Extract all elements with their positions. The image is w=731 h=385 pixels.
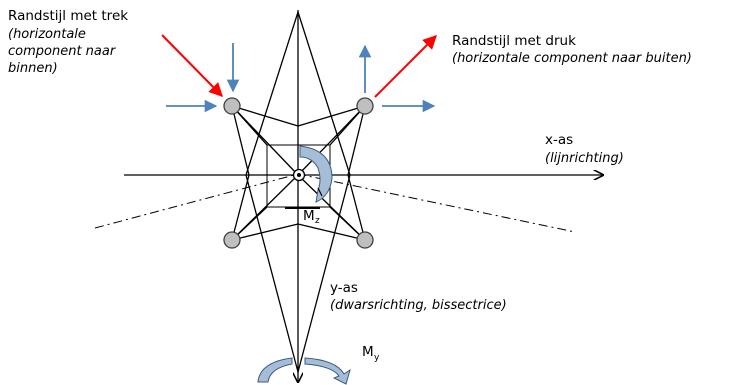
- member-line: [231, 223, 299, 241]
- mz-label: M: [303, 208, 315, 224]
- member-line: [297, 105, 366, 176]
- outer-diamond: [245, 9, 351, 375]
- node-bottom-right: [356, 231, 374, 249]
- member-line: [231, 105, 299, 127]
- x-axis-desc: (lijnrichting): [545, 151, 624, 166]
- member-line: [297, 174, 366, 241]
- trek-title: Randstijl met trek: [8, 8, 128, 24]
- my-subscript: y: [374, 353, 380, 363]
- my-label: M: [362, 344, 374, 360]
- y-axis-label: y-as: [330, 280, 358, 296]
- red-arrow-trek: [161, 34, 223, 97]
- node-top-left: [223, 97, 241, 115]
- druk-desc: (horizontale component naar buiten): [452, 51, 692, 66]
- mz-moment-arrow: [299, 145, 333, 203]
- y-axis-desc: (dwarsrichting, bissectrice): [330, 298, 507, 313]
- my-moment-arrow-right: [304, 357, 351, 385]
- red-arrow-druk: [374, 35, 437, 98]
- trek-desc-line2: component naar: [8, 44, 117, 59]
- trek-desc-line1: (horizontale: [8, 27, 86, 42]
- tower-outline-left: [231, 105, 250, 241]
- bisector-line: [94, 173, 576, 233]
- mz-subscript: z: [315, 216, 320, 226]
- member-line: [231, 105, 299, 176]
- member-line: [297, 105, 366, 127]
- x-axis-label: x-as: [545, 132, 573, 148]
- node-top-right: [356, 97, 374, 115]
- my-moment-arrow-left: [257, 357, 293, 383]
- trek-desc-line3: binnen): [8, 61, 58, 76]
- tower-outline-right: [347, 105, 366, 241]
- druk-title: Randstijl met druk: [452, 33, 576, 49]
- member-line: [231, 174, 299, 241]
- node-bottom-left: [223, 231, 241, 249]
- member-line: [297, 223, 366, 241]
